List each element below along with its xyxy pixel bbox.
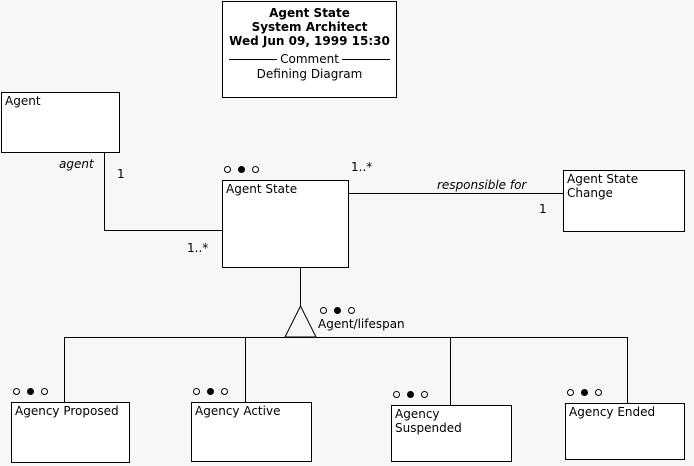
title-section-caption: Comment: [280, 52, 339, 66]
circle-open-icon: [348, 307, 355, 314]
assoc-responsible-line: [349, 193, 564, 194]
title-name: Agent State: [269, 6, 350, 20]
assoc-mult-agent-source: 1: [117, 167, 125, 181]
circle-open-icon: [595, 389, 602, 396]
class-box-agent-state-change[interactable]: Agent State Change: [563, 170, 685, 232]
markers-agent-state: [224, 166, 259, 173]
circle-filled-icon: [238, 166, 245, 173]
divider-rule-left: [229, 59, 278, 60]
generalization-drop-4: [627, 337, 628, 403]
circle-open-icon: [224, 166, 231, 173]
title-timestamp: Wed Jun 09, 1999 15:30: [229, 34, 390, 48]
class-name-agent-state-change: Agent State Change: [567, 172, 639, 200]
class-name-agent: Agent: [5, 94, 41, 108]
class-name-agent-state: Agent State: [226, 182, 298, 196]
assoc-mult-change-target: 1: [539, 202, 547, 216]
generalization-drop-1: [64, 337, 65, 402]
divider-rule-right: [341, 59, 391, 60]
class-name-agency-ended: Agency Ended: [569, 405, 656, 419]
class-box-agency-proposed[interactable]: Agency Proposed: [11, 402, 130, 463]
title-comment: Defining Diagram: [256, 67, 363, 81]
title-author: System Architect: [251, 20, 368, 34]
generalization-discriminator: Agent/lifespan: [318, 317, 405, 331]
circle-filled-icon: [207, 388, 214, 395]
circle-open-icon: [41, 388, 48, 395]
class-name-agency-proposed: Agency Proposed: [15, 404, 119, 418]
markers-agency-proposed: [13, 388, 48, 395]
circle-filled-icon: [334, 307, 341, 314]
circle-open-icon: [393, 391, 400, 398]
markers-agency-suspended: [393, 391, 428, 398]
assoc-mult-agent-target: 1..*: [187, 241, 209, 255]
assoc-role-responsible-for: responsible for: [437, 178, 527, 192]
assoc-agent-horizontal: [104, 230, 223, 231]
assoc-role-agent: agent: [59, 157, 94, 171]
class-name-agency-active: Agency Active: [195, 404, 281, 418]
markers-agency-ended: [567, 389, 602, 396]
markers-generalization: [320, 307, 355, 314]
class-name-agency-suspended: Agency Suspended: [395, 407, 462, 435]
circle-filled-icon: [407, 391, 414, 398]
generalization-stem: [300, 268, 301, 306]
circle-open-icon: [252, 166, 259, 173]
class-box-agency-active[interactable]: Agency Active: [191, 402, 312, 462]
assoc-mult-change-source: 1..*: [351, 160, 373, 174]
class-box-agency-suspended[interactable]: Agency Suspended: [391, 405, 512, 462]
generalization-drop-2: [245, 337, 246, 402]
markers-agency-active: [193, 388, 228, 395]
circle-open-icon: [13, 388, 20, 395]
circle-open-icon: [320, 307, 327, 314]
class-box-agent[interactable]: Agent: [1, 92, 120, 153]
circle-open-icon: [567, 389, 574, 396]
diagram-title-block: Agent State System Architect Wed Jun 09,…: [222, 1, 397, 98]
circle-filled-icon: [581, 389, 588, 396]
circle-filled-icon: [27, 388, 34, 395]
generalization-drop-3: [450, 337, 451, 405]
circle-open-icon: [193, 388, 200, 395]
assoc-agent-vertical: [104, 152, 105, 230]
title-divider: Comment: [229, 52, 391, 66]
circle-open-icon: [421, 391, 428, 398]
class-box-agency-ended[interactable]: Agency Ended: [565, 403, 685, 460]
circle-open-icon: [221, 388, 228, 395]
generalization-spine: [64, 337, 628, 338]
class-box-agent-state[interactable]: Agent State: [222, 180, 349, 268]
